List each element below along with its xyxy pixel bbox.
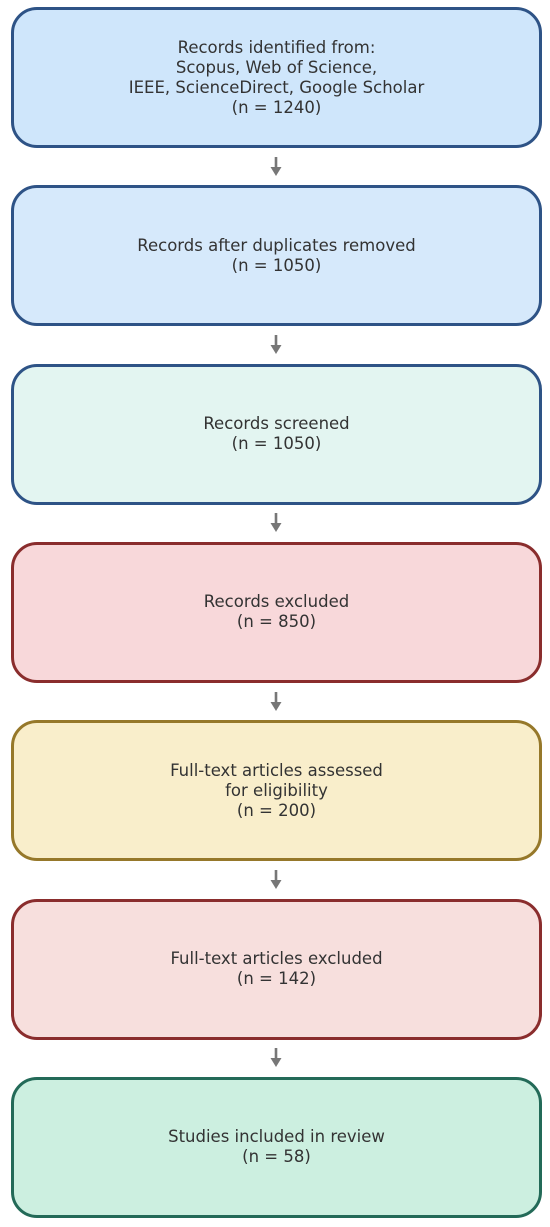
step-text-line: Full-text articles excluded <box>170 949 383 968</box>
down-arrow-icon <box>270 869 282 889</box>
down-arrow-icon <box>270 334 282 354</box>
step-box-deduplicated: Records after duplicates removed(n = 105… <box>11 185 542 327</box>
step-text-line: Scopus, Web of Science, <box>175 57 378 77</box>
step-box-records-excluded: Records excluded(n = 850) <box>11 541 542 683</box>
step-box-included: Studies included in review(n = 58) <box>11 1076 542 1218</box>
step-text-line: Records excluded <box>203 592 350 612</box>
step-text-line: for eligibility <box>225 780 328 800</box>
step-text-line: Studies included in review <box>168 1127 385 1147</box>
step-box-screened: Records screened(n = 1050) <box>11 363 542 505</box>
step-text-line: (n = 1240) <box>231 97 322 117</box>
down-arrow-icon <box>270 1048 282 1068</box>
step-text-line: (n = 58) <box>242 1147 311 1167</box>
step-text-line: Full-text articles assessed <box>170 760 383 780</box>
down-arrow-icon <box>270 513 282 533</box>
step-text-line: (n = 142) <box>236 969 317 988</box>
step-text-line: Records screened <box>203 414 350 434</box>
step-text-line: (n = 200) <box>236 800 317 820</box>
step-text-line: (n = 1050) <box>231 255 322 275</box>
step-text-line: (n = 1050) <box>231 434 322 454</box>
step-box-fulltext-excluded: Full-text articles excluded(n = 142) <box>11 898 542 1040</box>
step-text-line: (n = 850) <box>236 612 317 632</box>
step-text-line: Records after duplicates removed <box>137 235 416 255</box>
down-arrow-icon <box>270 691 282 711</box>
step-box-identified: Records identified from:Scopus, Web of S… <box>11 7 542 148</box>
step-text-line: IEEE, ScienceDirect, Google Scholar <box>128 77 425 97</box>
down-arrow-icon <box>270 156 282 176</box>
step-text-line: Records identified from: <box>177 37 376 57</box>
